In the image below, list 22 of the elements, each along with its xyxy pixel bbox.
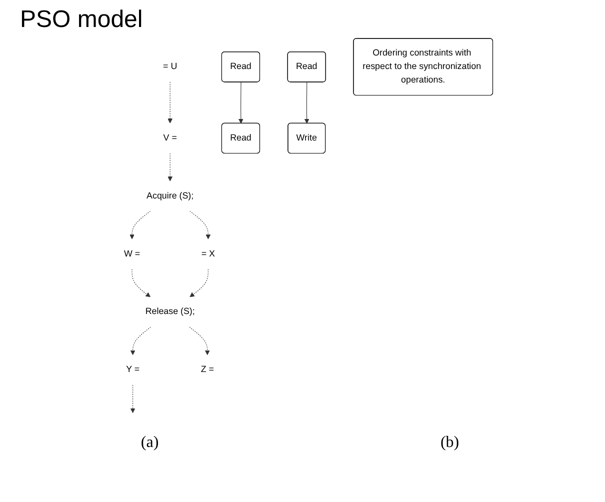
arrow	[168, 82, 173, 124]
diagram-title: PSO model	[20, 6, 144, 34]
panel-label: (b)	[440, 434, 460, 452]
arrow	[189, 326, 210, 356]
arrow	[130, 210, 151, 240]
arrow	[132, 268, 151, 298]
arrow	[190, 268, 208, 298]
arrow	[304, 82, 310, 124]
node-text: = U	[163, 62, 178, 72]
node-text: V =	[163, 133, 177, 143]
node-text: Acquire (S);	[146, 191, 194, 201]
arrow	[238, 82, 244, 124]
node-text: Z =	[200, 364, 214, 374]
arrow	[190, 210, 211, 240]
panel-label: (a)	[140, 434, 159, 452]
node-text: = X	[201, 249, 215, 259]
arrow	[130, 384, 136, 414]
arrow	[168, 152, 173, 182]
node-text: Y =	[126, 364, 140, 374]
node-text: Release (S);	[145, 306, 195, 316]
arrow	[130, 326, 151, 356]
node-text: W =	[124, 249, 140, 259]
